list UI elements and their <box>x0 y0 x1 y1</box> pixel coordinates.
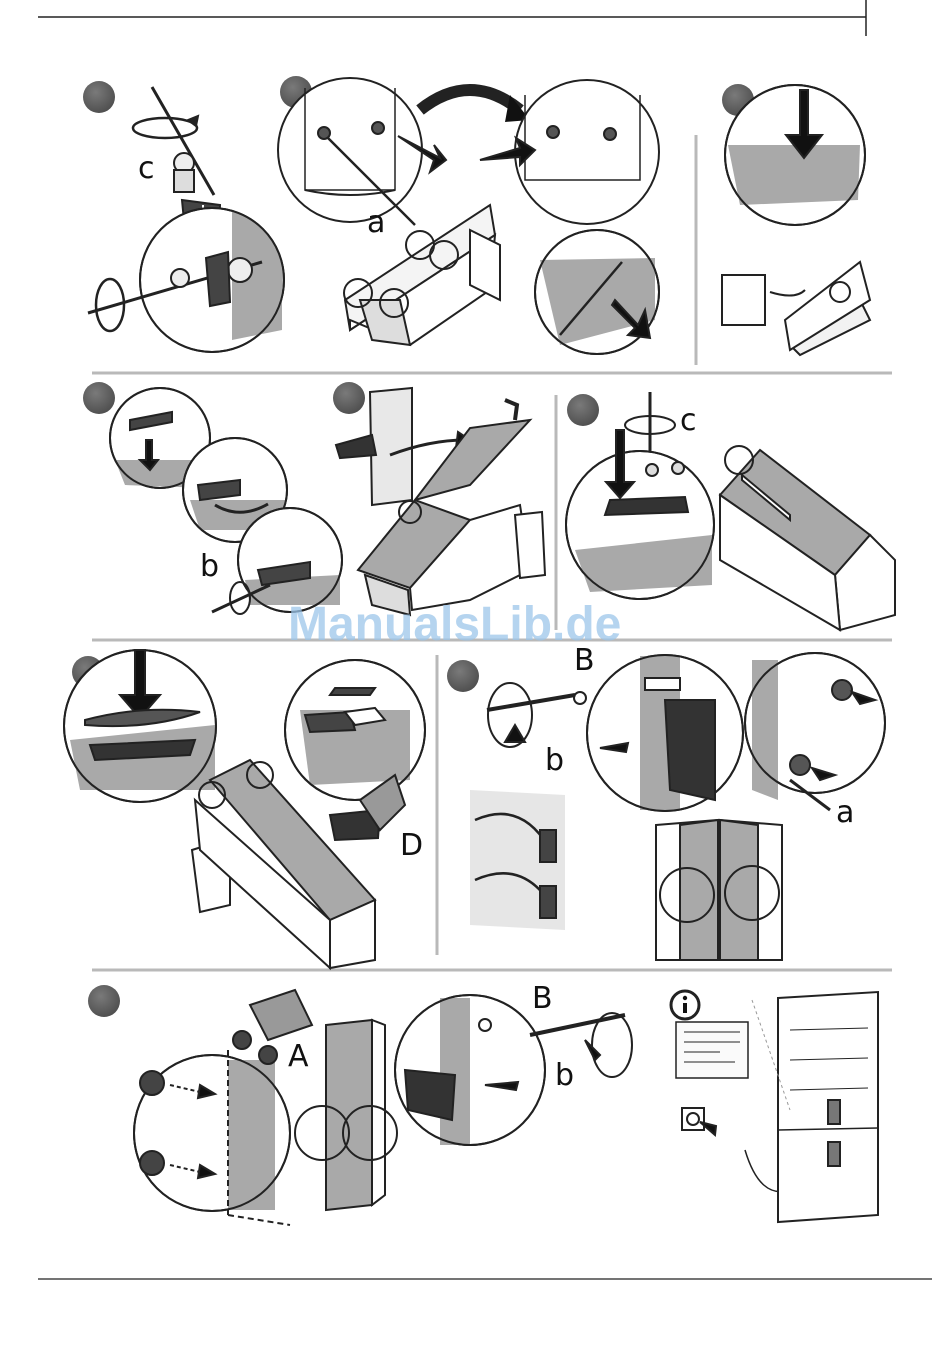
step-2-illustration <box>278 78 659 354</box>
step-8-illustration <box>470 653 885 960</box>
step-8-label-a: a <box>836 795 854 830</box>
step-marker-6 <box>567 394 599 426</box>
step-6-label-c: c <box>680 403 697 438</box>
step-marker-1 <box>83 81 115 113</box>
detail-zoom-circle <box>515 80 659 224</box>
step-marker-4 <box>83 382 115 414</box>
step-marker-8 <box>447 660 479 692</box>
step-marker-5 <box>333 382 365 414</box>
step-1-illustration <box>88 87 284 352</box>
step-5-illustration <box>336 388 545 615</box>
step-9-label-B: B <box>532 981 553 1016</box>
detail-zoom-circle <box>278 78 422 222</box>
step-9-info-panel <box>671 991 878 1222</box>
step-9-illustration <box>134 990 632 1225</box>
step-8-label-B: B <box>574 643 595 678</box>
rotate-arrow-icon <box>133 118 197 138</box>
step-4-label-b: b <box>200 549 219 584</box>
step-7-illustration <box>64 650 425 968</box>
step-9-label-A: A <box>288 1039 309 1074</box>
power-socket <box>682 1108 704 1130</box>
step-7-label-D: D <box>400 828 423 863</box>
step-4-illustration <box>110 388 342 614</box>
step-marker-9 <box>88 985 120 1017</box>
step-9-label-b: b <box>555 1058 574 1093</box>
step-2-label-a: a <box>367 205 385 240</box>
watermark: ManualsLib.de <box>288 598 621 651</box>
step-3-illustration <box>722 85 870 355</box>
step-6-illustration <box>566 392 895 630</box>
step-8-label-b: b <box>545 743 564 778</box>
rating-plate <box>676 1022 748 1078</box>
step-1-label-c: c <box>138 151 155 186</box>
